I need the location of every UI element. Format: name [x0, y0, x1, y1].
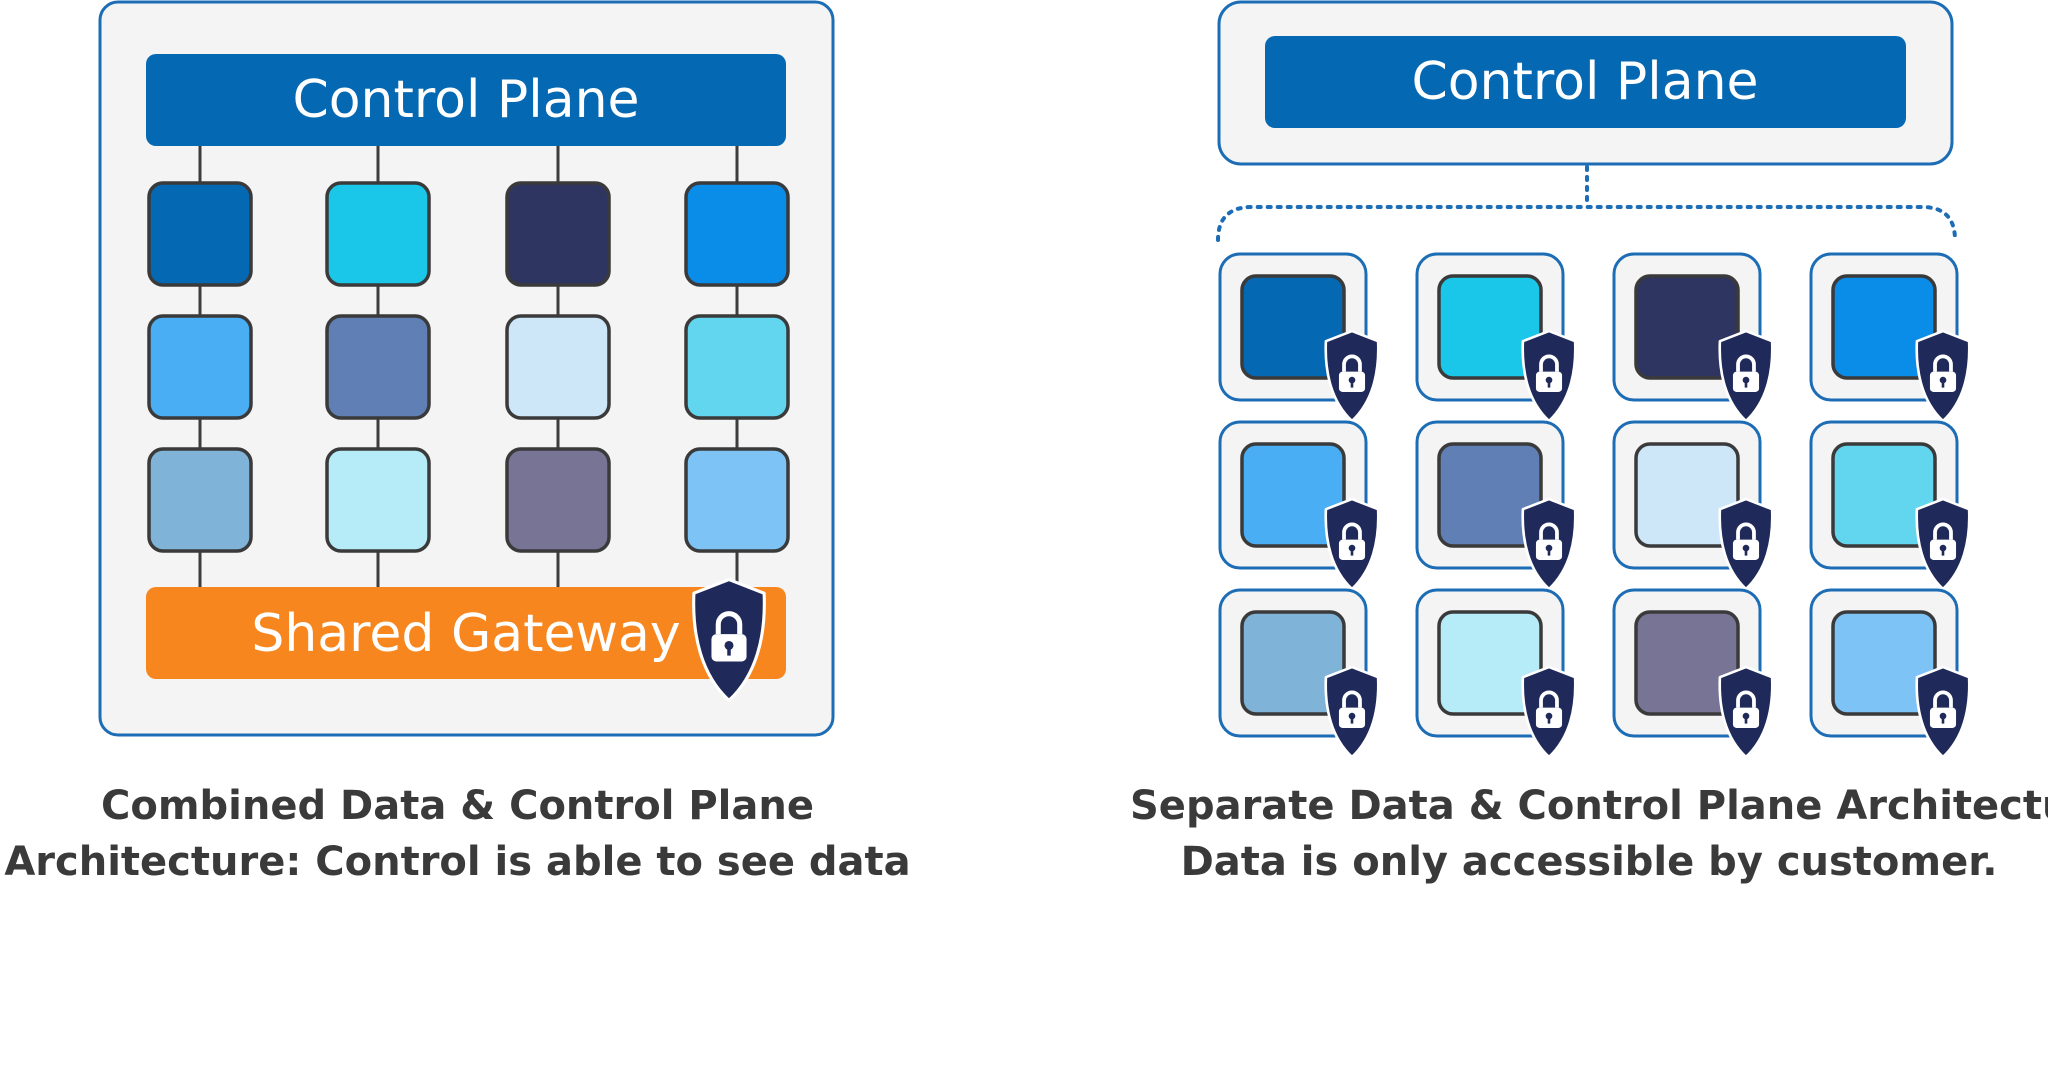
separate-architecture-panel: Control Plane: [1216, 0, 1971, 759]
data-block: [1437, 274, 1543, 380]
isolated-data-block: [1218, 420, 1380, 591]
shield-lock-icon: [1718, 497, 1774, 591]
isolated-data-block: [1809, 588, 1971, 759]
data-block: [147, 314, 253, 420]
isolated-data-block: [1415, 420, 1577, 591]
shield-lock-icon: [1915, 329, 1971, 423]
gateway-shield-lock-icon: [692, 577, 766, 703]
isolated-data-block: [1218, 252, 1380, 423]
data-block: [147, 181, 253, 287]
data-block: [1634, 442, 1740, 548]
data-block: [505, 447, 611, 553]
dotted-connector: [1216, 165, 1957, 242]
shield-lock-icon: [1521, 497, 1577, 591]
isolated-data-block: [1612, 588, 1774, 759]
data-block: [1437, 442, 1543, 548]
data-block: [505, 181, 611, 287]
isolated-data-block: [1809, 420, 1971, 591]
data-block: [1831, 274, 1937, 380]
shared-gateway-bar: [146, 587, 786, 679]
data-block: [684, 447, 790, 553]
combined-panel-frame: [98, 0, 835, 737]
data-block-grid: [147, 181, 790, 553]
combined-architecture-caption: Combined Data & Control Plane Architectu…: [0, 778, 915, 890]
data-block: [325, 314, 431, 420]
isolated-data-block: [1809, 252, 1971, 423]
data-block: [684, 181, 790, 287]
caption-line-2: Data is only accessible by customer.: [1180, 839, 1998, 885]
data-block: [325, 181, 431, 287]
control-plane-bar: [1265, 36, 1906, 128]
control-plane-label: Control Plane: [1411, 52, 1758, 112]
data-block: [1240, 274, 1346, 380]
data-block: [1831, 610, 1937, 716]
shield-lock-icon: [1718, 329, 1774, 423]
isolated-data-block: [1415, 588, 1577, 759]
caption-line-1: Separate Data & Control Plane Architectu…: [1130, 783, 2048, 829]
data-block: [505, 314, 611, 420]
caption-line-1: Combined Data & Control Plane: [101, 783, 814, 829]
caption-line-2: Architecture: Control is able to see dat…: [4, 839, 911, 885]
data-block: [1240, 610, 1346, 716]
separate-architecture-caption: Separate Data & Control Plane Architectu…: [1130, 778, 2048, 890]
data-block: [1437, 610, 1543, 716]
data-block: [684, 314, 790, 420]
shield-lock-icon: [1521, 329, 1577, 423]
shield-lock-icon: [1718, 665, 1774, 759]
shared-gateway-label: Shared Gateway: [251, 604, 680, 664]
shield-lock-icon: [1324, 497, 1380, 591]
data-block: [325, 447, 431, 553]
shield-lock-icon: [1324, 665, 1380, 759]
shield-lock-icon: [1915, 665, 1971, 759]
isolated-data-block-grid: [1218, 252, 1971, 759]
data-block: [147, 447, 253, 553]
isolated-data-block: [1612, 420, 1774, 591]
shield-lock-icon: [1521, 665, 1577, 759]
combined-architecture-panel: Control Plane Shared Gateway: [98, 0, 835, 737]
isolated-data-block: [1612, 252, 1774, 423]
shield-lock-icon: [1324, 329, 1380, 423]
isolated-data-block: [1218, 588, 1380, 759]
data-block: [1634, 610, 1740, 716]
shield-lock-icon: [1915, 497, 1971, 591]
data-block: [1634, 274, 1740, 380]
control-plane-bar: [146, 54, 786, 146]
data-block: [1240, 442, 1346, 548]
control-plane-label: Control Plane: [292, 70, 639, 130]
data-block: [1831, 442, 1937, 548]
isolated-data-block: [1415, 252, 1577, 423]
